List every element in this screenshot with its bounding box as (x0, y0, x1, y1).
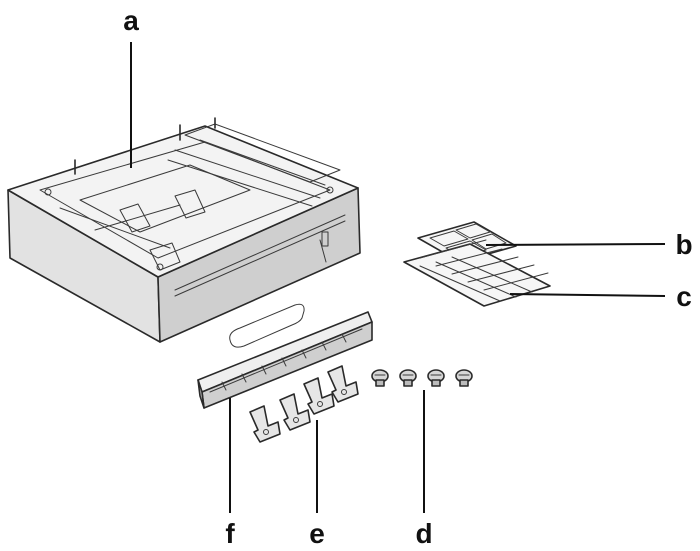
callout-f: f (225, 518, 235, 549)
leader-b (485, 243, 666, 246)
leader-c (509, 293, 666, 297)
mounting-brackets (249, 365, 359, 443)
screws (371, 369, 473, 387)
callout-b: b (675, 229, 692, 260)
callout-e: e (309, 518, 325, 549)
connector-strip (197, 311, 373, 409)
callout-a: a (123, 5, 139, 36)
callout-c: c (676, 281, 692, 312)
label-sheet-large (403, 239, 551, 307)
callout-d: d (415, 518, 432, 549)
paper-cassette-unit (7, 117, 361, 348)
leader-lines (130, 42, 666, 513)
